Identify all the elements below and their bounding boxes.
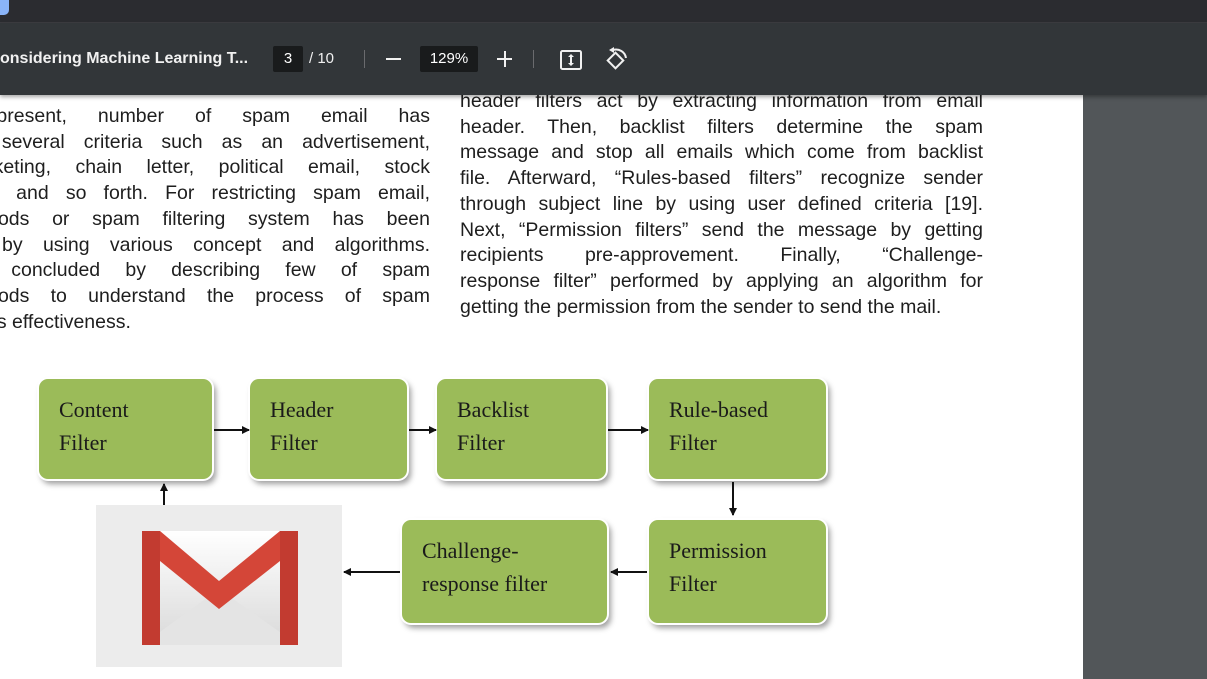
- text-line: nethods to understand the process of spa…: [0, 284, 430, 307]
- text-line: response filter” performed by applying a…: [460, 269, 983, 292]
- zoom-out-button[interactable]: [383, 46, 405, 72]
- zoom-in-button[interactable]: [494, 46, 516, 72]
- text-line: getting the permission from the sender t…: [460, 295, 942, 318]
- document-title: onsidering Machine Learning T...: [0, 50, 249, 67]
- right-text-column: header filters act by extracting informa…: [460, 95, 983, 320]
- text-line: Next, “Permission filters” send the mess…: [460, 218, 983, 241]
- text-line: ion concluded by describing few of spam: [0, 259, 430, 282]
- pdf-toolbar: onsidering Machine Learning T... 3 / 10 …: [0, 23, 1207, 95]
- fit-to-page-button[interactable]: [558, 47, 584, 73]
- text-line: message and stop all emails which come f…: [460, 141, 983, 164]
- text-line: marketing, chain letter, political email…: [0, 156, 430, 179]
- page-number-input[interactable]: 3: [273, 46, 303, 72]
- fit-to-page-icon: [560, 50, 582, 70]
- text-line: header filters act by extracting informa…: [460, 95, 983, 112]
- toolbar-divider: [533, 50, 534, 68]
- zoom-level-input[interactable]: 129%: [420, 46, 478, 72]
- text-line: header. Then, backlist filters determine…: [460, 115, 983, 138]
- rotate-button[interactable]: [603, 47, 629, 73]
- text-line: nd its effectiveness.: [0, 310, 131, 333]
- browser-tab-strip: [0, 0, 1207, 23]
- active-tab-indicator[interactable]: [0, 0, 9, 15]
- rotate-icon: [606, 47, 627, 70]
- text-line: recipients pre-approvement. Finally, “Ch…: [460, 244, 983, 267]
- text-line: through subject line by using user defin…: [460, 192, 983, 215]
- text-line: for several criteria such as an advertis…: [0, 130, 430, 153]
- text-line: ed by using various concept and algorith…: [0, 233, 430, 256]
- viewer-background: [1083, 95, 1207, 679]
- text-line: lvice and so forth. For restricting spam…: [0, 182, 430, 205]
- pdf-page: t present, number of spam email has for …: [0, 95, 1083, 679]
- text-line: t present, number of spam email has: [0, 105, 430, 127]
- text-line: file. Afterward, “Rules-based filters” r…: [460, 167, 983, 190]
- left-text-column: t present, number of spam email has for …: [0, 104, 430, 335]
- page-total: / 10: [309, 50, 335, 67]
- text-line: nethods or spam filtering system has bee…: [0, 207, 430, 230]
- toolbar-divider: [364, 50, 365, 68]
